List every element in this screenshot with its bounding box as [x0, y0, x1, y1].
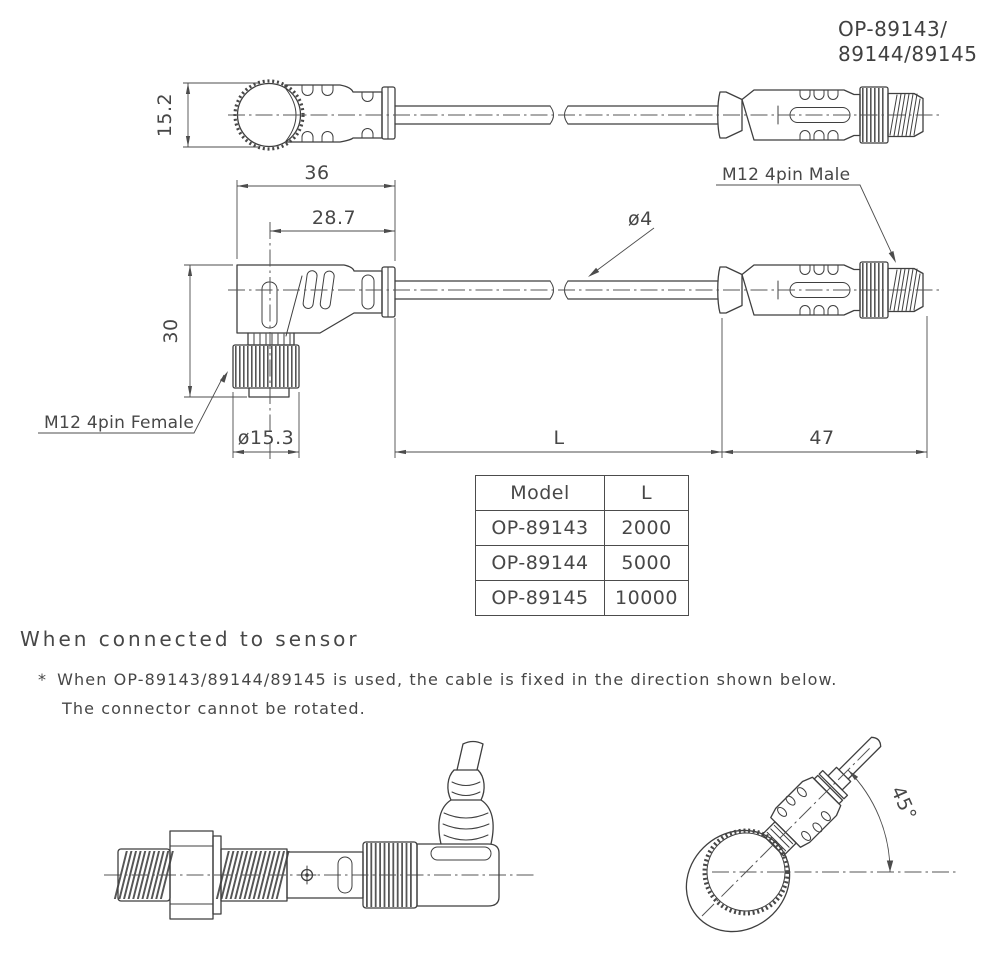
table-row: OP-89145 10000 — [475, 580, 689, 616]
tilted-connector-body — [761, 736, 882, 857]
female-connector-label: M12 4pin Female — [44, 413, 194, 433]
table-header-length: L — [604, 475, 689, 511]
dim-cable-diameter: ø4 — [628, 208, 653, 230]
dim-body-height: 30 — [160, 318, 182, 343]
model-cell: OP-89143 — [475, 510, 605, 546]
dim-coupling-diameter: ø15.3 — [238, 427, 294, 449]
length-cell: 2000 — [604, 510, 689, 546]
drawing-title-line1: OP-89143/ — [838, 17, 948, 41]
dim-connector-height: 15.2 — [154, 93, 176, 137]
centerlines — [104, 114, 958, 917]
table-row: OP-89144 5000 — [475, 545, 689, 581]
note-line-2: The connector cannot be rotated. — [62, 699, 366, 718]
note-text-1: When OP-89143/89144/89145 is used, the c… — [57, 670, 838, 689]
sensor-connected-view — [113, 740, 500, 920]
dim-male-connector-length: 47 — [809, 427, 834, 449]
length-cell: 5000 — [604, 545, 689, 581]
model-cell: OP-89144 — [475, 545, 605, 581]
dim-fixed-angle: 45° — [886, 783, 920, 824]
dim-cable-axis-length: 28.7 — [312, 207, 356, 229]
dim-cable-length: L — [553, 427, 564, 449]
table-header-row: Model L — [475, 475, 689, 511]
drawing-title-line2: 89144/89145 — [838, 42, 978, 66]
length-cell: 10000 — [604, 580, 689, 616]
model-cell: OP-89145 — [475, 580, 605, 616]
angled-connector-view: 45° — [685, 736, 921, 933]
note-asterisk: * — [38, 670, 48, 689]
side-view — [232, 262, 923, 398]
female-right-angle-connector — [232, 264, 396, 398]
dimensions: 15.2 36 28.7 30 ø15.3 ø4 L 47 — [154, 82, 928, 458]
male-connector-label: M12 4pin Male — [722, 165, 850, 185]
table-row: OP-89143 2000 — [475, 510, 689, 546]
section-heading: When connected to sensor — [20, 627, 360, 651]
model-length-table: Model L OP-89143 2000 OP-89144 5000 OP-8… — [475, 475, 689, 616]
connector-labels: M12 4pin Male M12 4pin Female — [38, 165, 896, 434]
dim-body-length: 36 — [304, 162, 329, 184]
table-header-model: Model — [475, 475, 605, 511]
drawing-title: OP-89143/ 89144/89145 — [838, 17, 977, 67]
note-line-1: * When OP-89143/89144/89145 is used, the … — [38, 670, 837, 689]
